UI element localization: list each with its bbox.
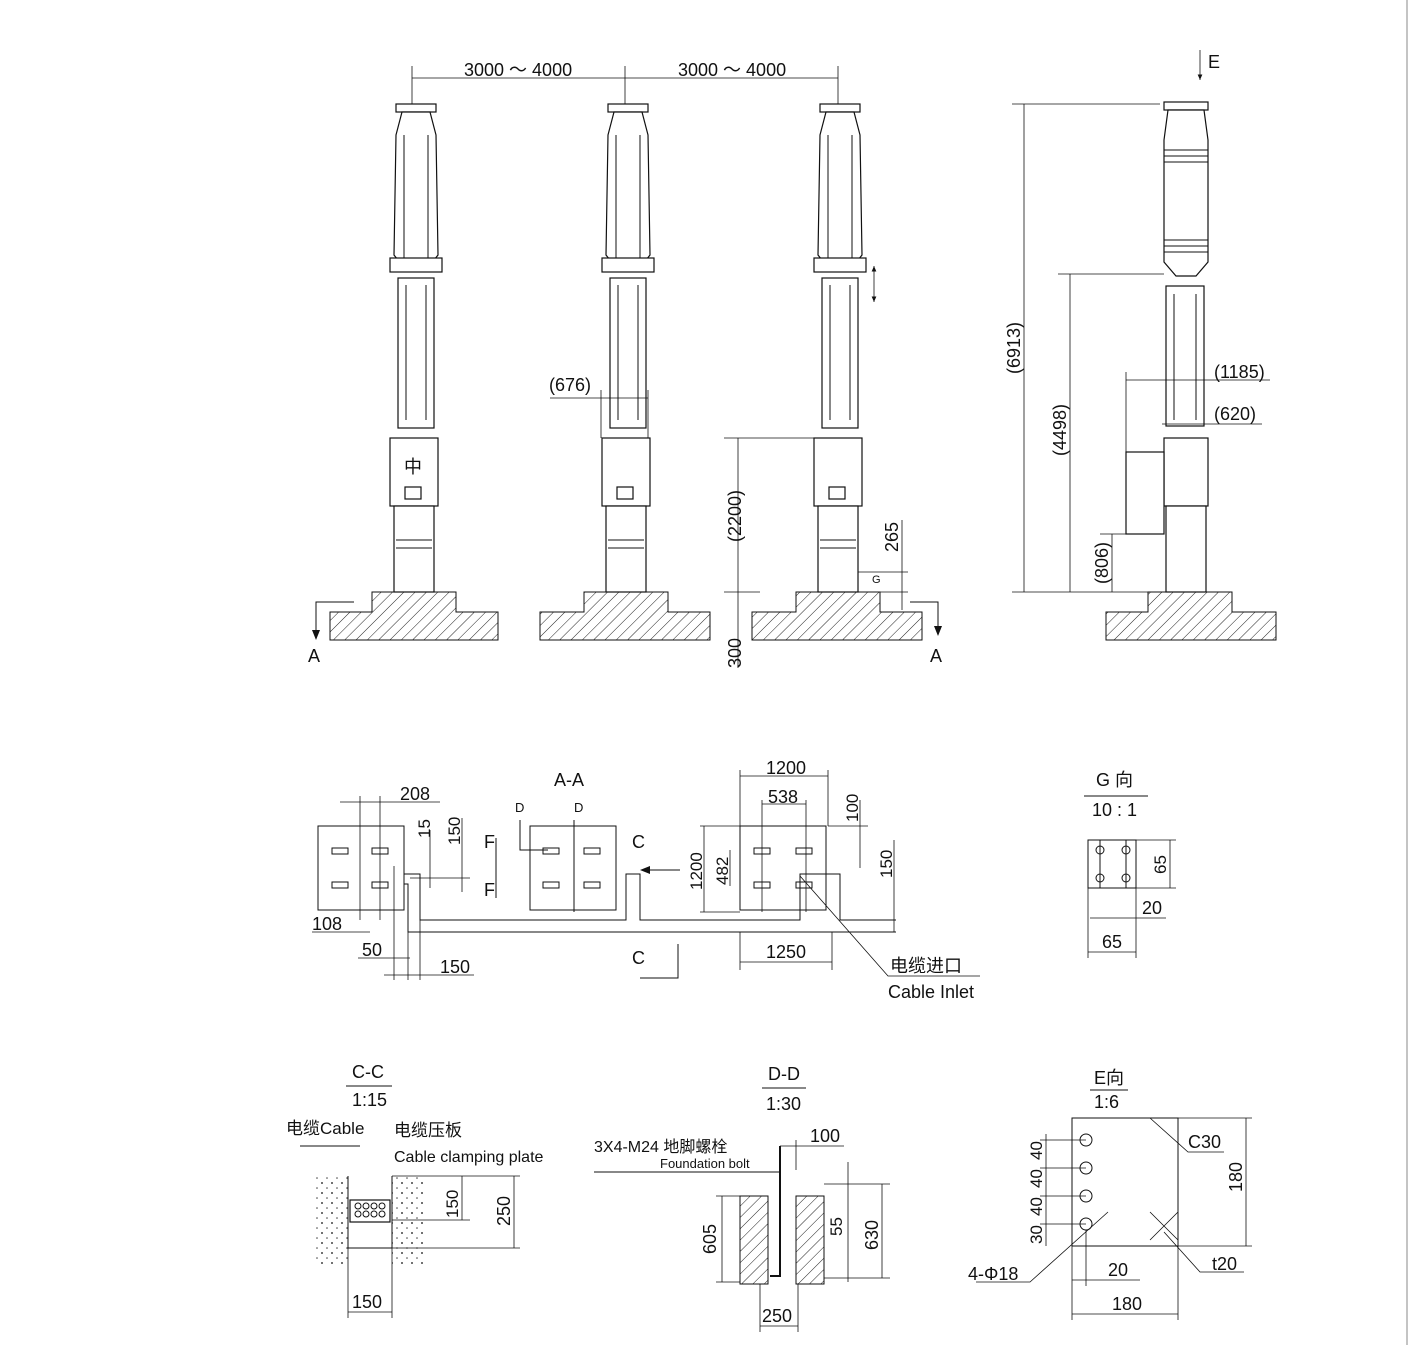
dim-806: (806) xyxy=(1092,542,1112,584)
dim-1250: 1250 xyxy=(766,942,806,962)
view-e-dim-40c: 40 xyxy=(1027,1197,1046,1216)
dim-2200: (2200) xyxy=(725,490,745,542)
label-f1: F xyxy=(484,832,495,852)
label-d2: D xyxy=(574,800,583,815)
section-cc-dim-150h: 150 xyxy=(352,1292,382,1312)
dim-1200-side: 1200 xyxy=(687,852,706,890)
view-e-dim-40b: 40 xyxy=(1027,1169,1046,1188)
pole-2: (676) xyxy=(539,103,711,641)
dim-538: 538 xyxy=(768,787,798,807)
view-g-dim-20: 20 xyxy=(1142,898,1162,918)
section-a-right: A xyxy=(930,646,942,666)
dim-150a: 150 xyxy=(445,817,464,845)
section-dd-title: D-D xyxy=(768,1064,800,1084)
side-view: E (6913) (4498) (806) (1185) (620) xyxy=(1004,50,1277,641)
label-c2: C xyxy=(632,948,645,968)
view-e-dim-20: 20 xyxy=(1108,1260,1128,1280)
dim-482: 482 xyxy=(713,857,732,885)
dim-100: 100 xyxy=(843,794,862,822)
view-e-dim-c30: C30 xyxy=(1188,1132,1221,1152)
dim-15: 15 xyxy=(415,819,434,838)
view-e-dim-180h: 180 xyxy=(1112,1294,1142,1314)
dim-50: 50 xyxy=(362,940,382,960)
front-elevation: 3000 ～ 4000 3000 ～ 4000 中 xyxy=(308,60,942,668)
label-plate-cn: 电缆压板 xyxy=(394,1121,462,1140)
section-dd-dim-250: 250 xyxy=(762,1306,792,1326)
pole-3 xyxy=(751,103,923,641)
dim-6913: (6913) xyxy=(1004,322,1024,374)
view-e-dim-t20: t20 xyxy=(1212,1254,1237,1274)
spacing-right-label: 3000 ～ 4000 xyxy=(678,60,786,80)
section-cc-dim-150v: 150 xyxy=(443,1190,462,1218)
label-cable: 电缆Cable xyxy=(286,1119,364,1138)
dim-1200-top: 1200 xyxy=(766,758,806,778)
section-dd-dim-55: 55 xyxy=(827,1217,846,1236)
cable-inlet-cn: 电缆进口 xyxy=(890,956,962,976)
section-a-left: A xyxy=(308,646,320,666)
section-dd-dim-100: 100 xyxy=(810,1126,840,1146)
section-dd-dim-605: 605 xyxy=(700,1224,720,1254)
label-plate-en: Cable clamping plate xyxy=(394,1149,544,1166)
dim-150b: 150 xyxy=(440,957,470,977)
label-g: G xyxy=(872,574,881,586)
view-e-scale: 1:6 xyxy=(1094,1092,1119,1112)
section-dd-scale: 1:30 xyxy=(766,1094,801,1114)
side-sheds xyxy=(1164,149,1208,253)
spacing-left-label: 3000 ～ 4000 xyxy=(464,60,572,80)
view-g-dim-65h: 65 xyxy=(1102,932,1122,952)
cable-inlet-en: Cable Inlet xyxy=(888,982,974,1002)
dim-265: 265 xyxy=(882,522,902,552)
dim-208: 208 xyxy=(400,784,430,804)
section-dd: D-D 1:30 3X4-M24 地脚螺栓 Foundation bolt 10… xyxy=(594,1064,890,1332)
view-e-label: E xyxy=(1208,52,1220,72)
section-dd-dim-630: 630 xyxy=(862,1220,882,1250)
section-aa-title: A-A xyxy=(554,770,584,790)
view-e-title: E向 xyxy=(1094,1068,1124,1088)
pole-1: 中 xyxy=(329,103,499,641)
section-cc-scale: 1:15 xyxy=(352,1090,387,1110)
view-e-dim-40a: 40 xyxy=(1027,1141,1046,1160)
label-d1: D xyxy=(515,800,524,815)
section-aa: A-A 208 15 150 108 50 150 xyxy=(312,758,980,1002)
view-e-dim-30: 30 xyxy=(1027,1225,1046,1244)
dim-300: 300 xyxy=(725,638,745,668)
bolt-label: 3X4-M24 地脚螺栓 xyxy=(594,1138,727,1156)
pole-1-box-mark: 中 xyxy=(404,457,422,477)
section-cc: C-C 1:15 电缆Cable 电缆压板 Cable clamping pla… xyxy=(286,1062,544,1318)
view-g-dim-65v: 65 xyxy=(1151,855,1170,874)
section-cc-title: C-C xyxy=(352,1062,384,1082)
view-e-dim-180v: 180 xyxy=(1226,1162,1246,1192)
section-cc-dim-250: 250 xyxy=(494,1196,514,1226)
dim-676: (676) xyxy=(549,375,591,395)
view-e-holes: 4-Φ18 xyxy=(968,1264,1018,1284)
view-g-scale: 10 : 1 xyxy=(1092,800,1137,820)
dim-1185: (1185) xyxy=(1214,362,1265,382)
dim-4498: (4498) xyxy=(1050,404,1070,456)
label-f2: F xyxy=(484,880,495,900)
bolt-label-en: Foundation bolt xyxy=(660,1156,750,1171)
dim-150c: 150 xyxy=(877,850,896,878)
view-g: G 向 10 : 1 65 20 65 xyxy=(1084,770,1176,958)
dim-108: 108 xyxy=(312,914,342,934)
label-c1: C xyxy=(632,832,645,852)
dim-620: (620) xyxy=(1214,404,1256,424)
view-e-detail: E向 1:6 C30 180 40 40 40 30 4-Φ18 20 t20 … xyxy=(968,1068,1252,1320)
view-g-title: G 向 xyxy=(1096,770,1133,790)
